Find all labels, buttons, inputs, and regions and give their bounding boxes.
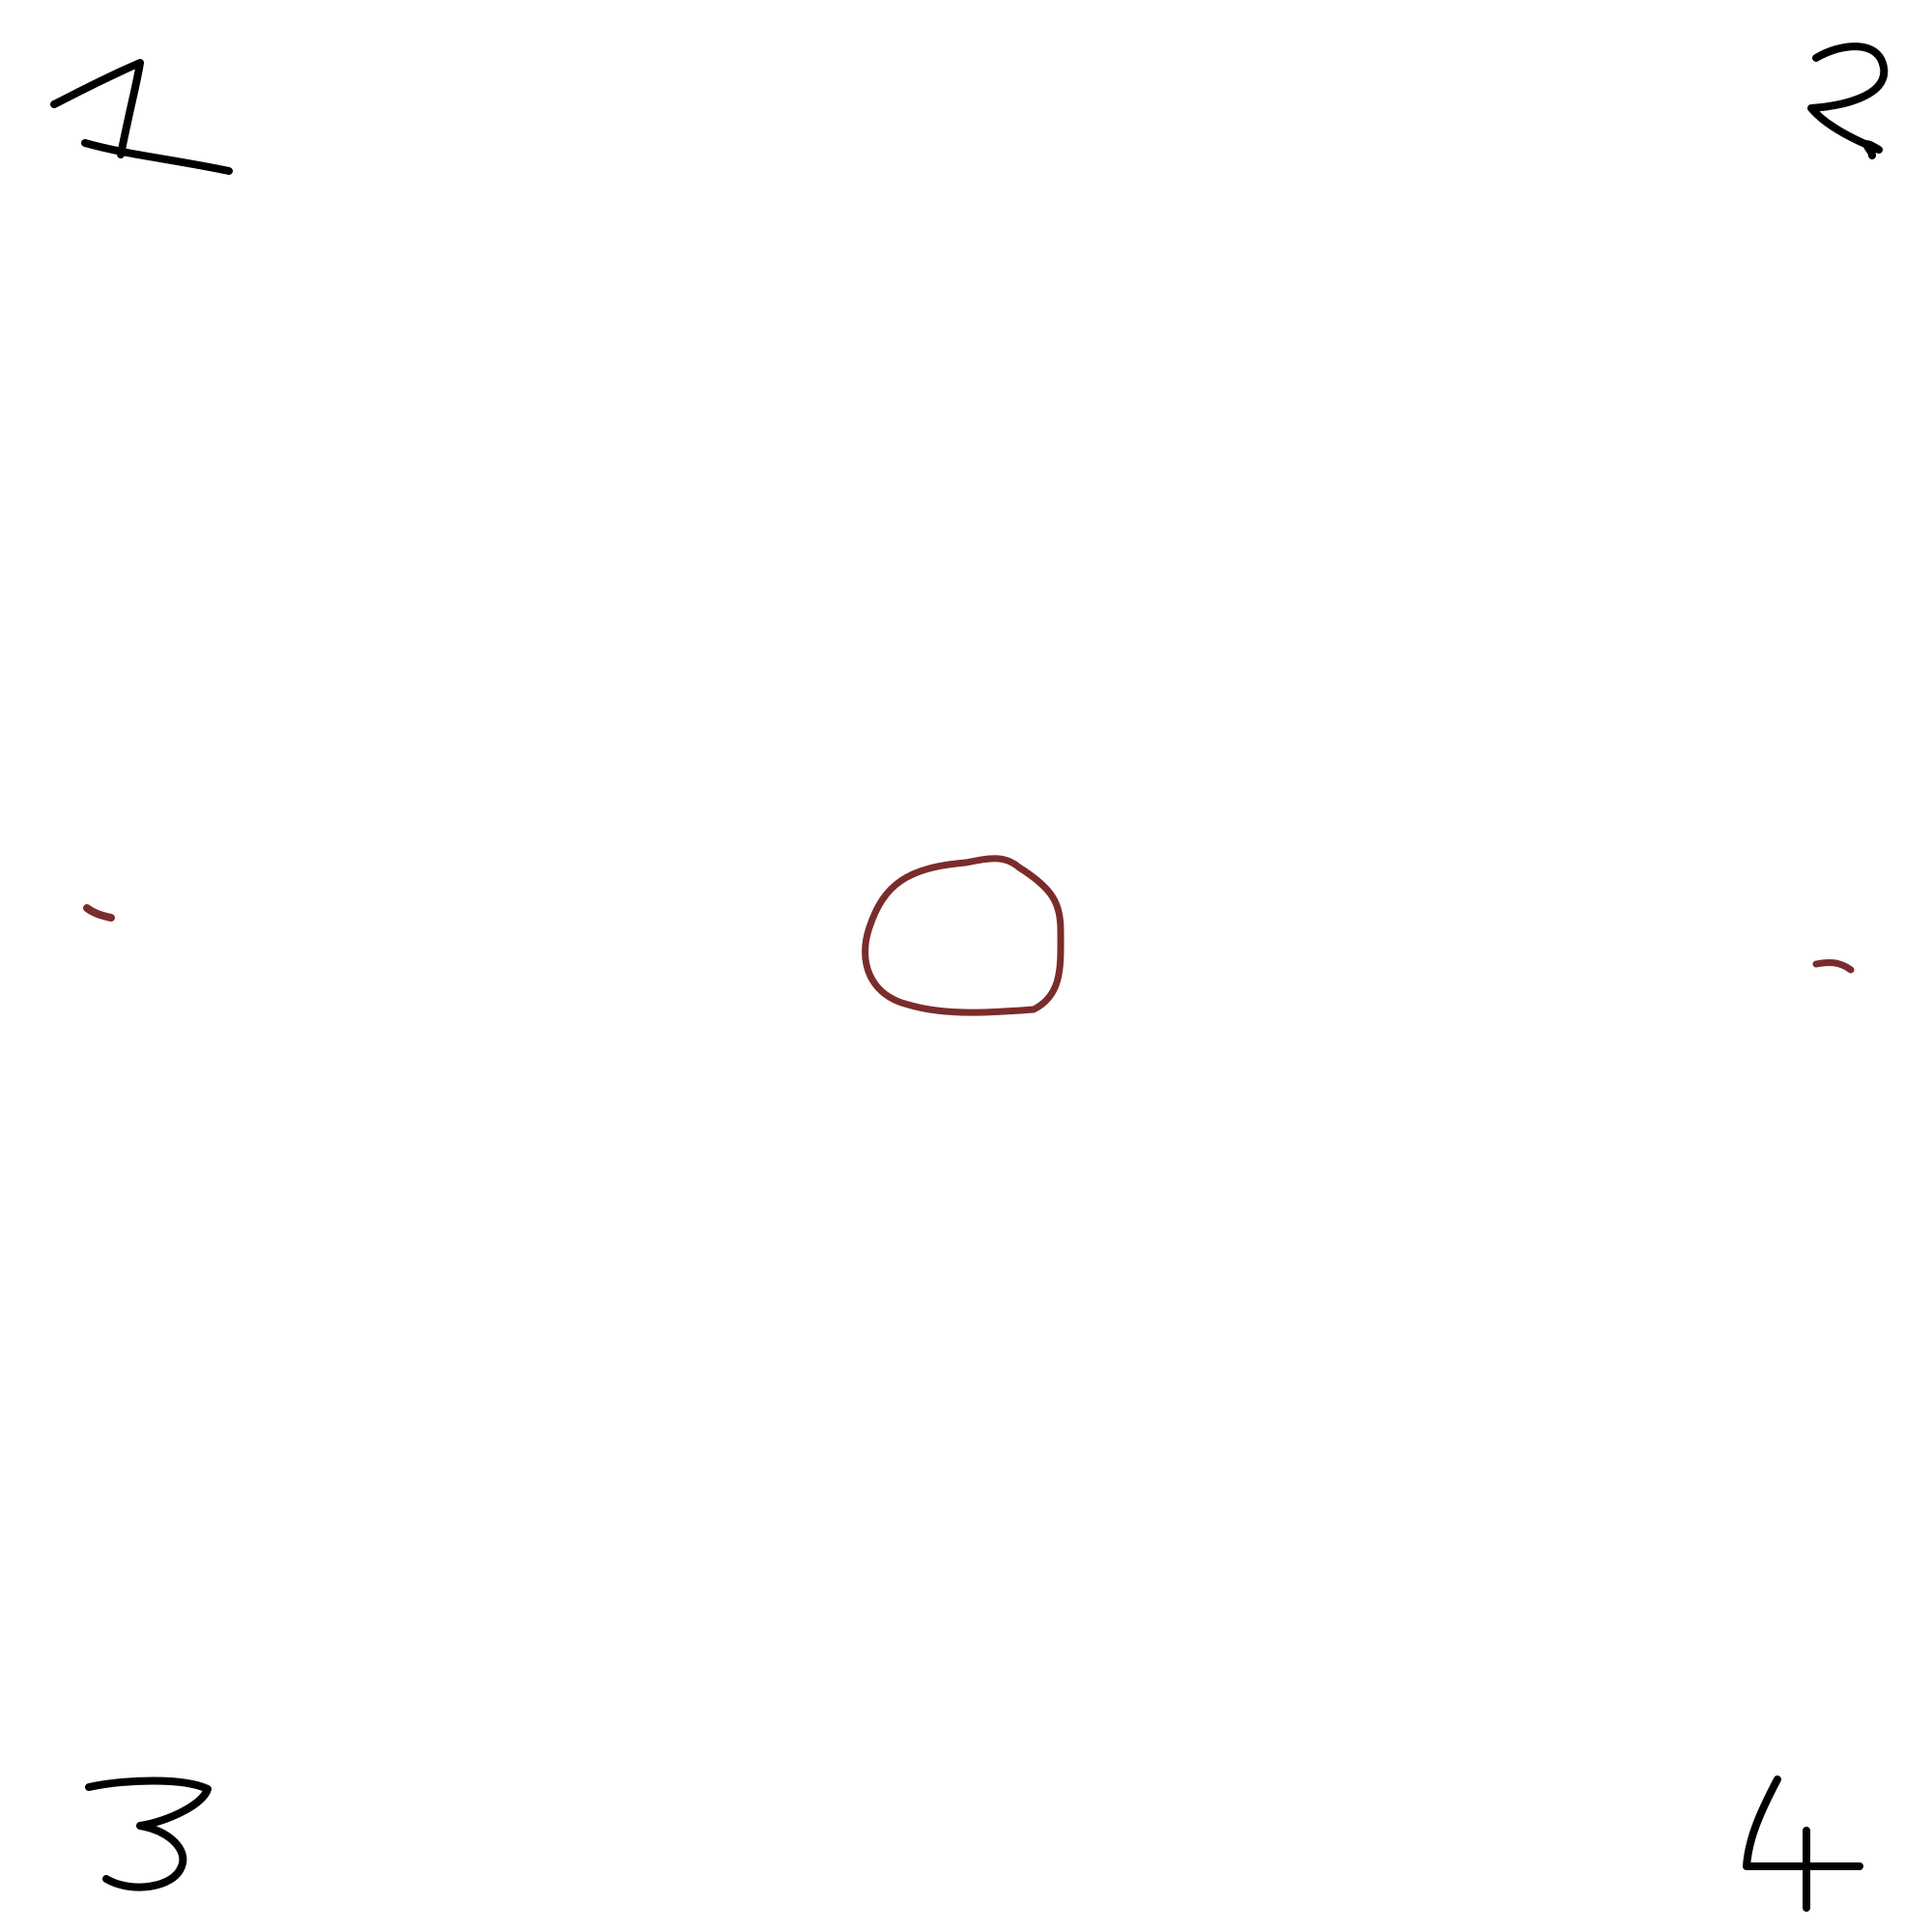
corner-label-3: 3 — [85, 1776, 212, 1891]
corner-label-1: 1 — [50, 59, 233, 175]
center-circle-marker — [862, 855, 1065, 1016]
right-dash-mark — [1812, 958, 1855, 974]
left-dot-mark — [83, 904, 115, 922]
corner-label-2: 2 — [1807, 43, 1889, 159]
corner-label-4: 4 — [1743, 1776, 1863, 1912]
